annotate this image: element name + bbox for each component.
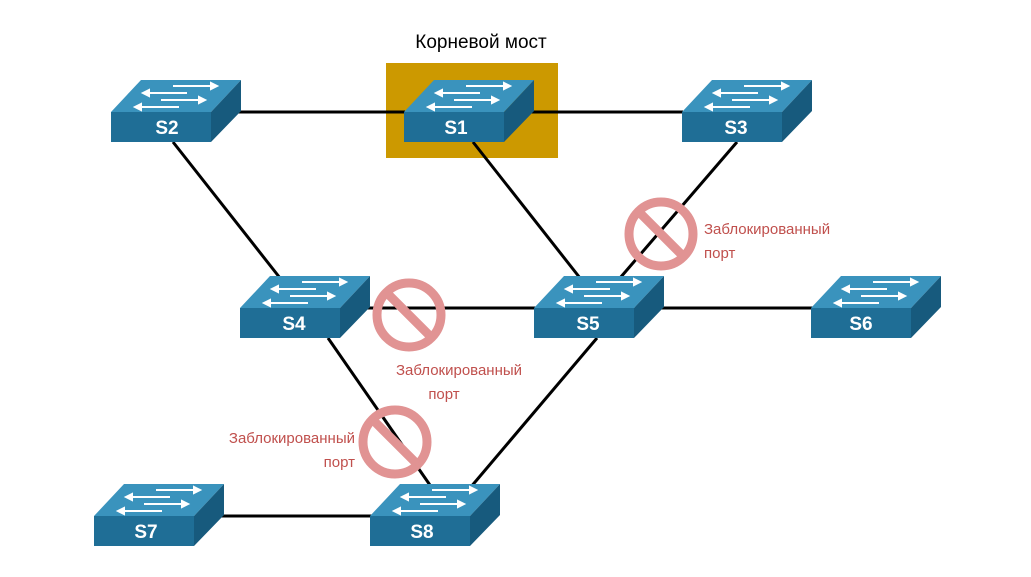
switch-s7: S7: [93, 483, 225, 547]
blocked-port-label: Заблокированный: [396, 362, 522, 379]
blocked-port-label: Заблокированный: [229, 430, 355, 447]
switch-label: S3: [724, 118, 747, 139]
switch-label: S8: [410, 522, 433, 543]
blocked-port-icon: [624, 197, 698, 271]
switch-s1: S1: [403, 79, 535, 143]
switch-icon: [93, 483, 225, 547]
blocked-port-s4-s5: Заблокированный порт: [372, 278, 522, 403]
switch-s5: S5: [533, 275, 665, 339]
blocked-port-label: Заблокированный: [704, 221, 830, 238]
switch-label: S5: [576, 314, 600, 335]
switch-s2: S2: [110, 79, 242, 143]
switch-label: S4: [282, 314, 306, 335]
switch-s4: S4: [239, 275, 371, 339]
root-bridge-title: Корневой мост: [415, 32, 547, 53]
switch-icon: [369, 483, 501, 547]
switch-s6: S6: [810, 275, 942, 339]
switch-s3: S3: [681, 79, 813, 143]
links: [171, 110, 813, 518]
switch-label: S7: [134, 522, 157, 543]
switch-label: S1: [444, 118, 468, 139]
blocked-port-s3-s5: Заблокированный порт: [624, 197, 830, 271]
blocked-port-label-2: порт: [704, 245, 735, 262]
switch-icon: [810, 275, 942, 339]
switch-label: S6: [849, 314, 872, 335]
switch-s8: S8: [369, 483, 501, 547]
blocked-port-icon: [372, 278, 446, 352]
link-s2-s4: [171, 141, 282, 279]
switch-label: S2: [155, 118, 178, 139]
blocked-port-label-2: порт: [324, 454, 355, 471]
blocked-port-icon: [358, 405, 432, 479]
link-s1-s5: [471, 141, 582, 279]
link-s5-s8: [468, 337, 599, 489]
blocked-port-label-2: порт: [428, 386, 459, 403]
blocked-port-s4-s8: Заблокированный порт: [229, 405, 432, 479]
